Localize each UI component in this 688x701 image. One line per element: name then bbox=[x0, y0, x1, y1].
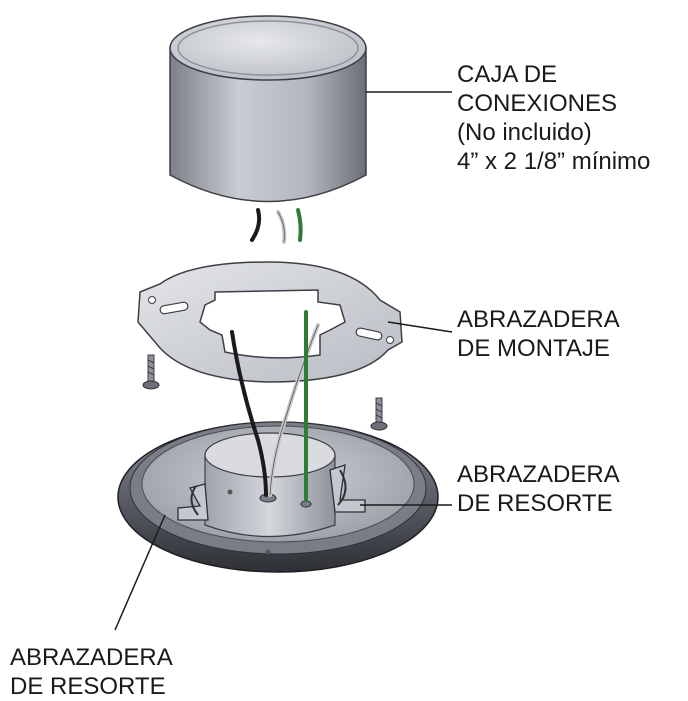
junction-box-wires bbox=[250, 208, 303, 244]
label-junction-box-line3: (No incluido) bbox=[457, 119, 592, 146]
spring-clip-left bbox=[177, 483, 209, 521]
label-spring-clip-right: ABRAZADERA DE RESORTE bbox=[457, 460, 620, 518]
label-junction-box: CAJA DE CONEXIONES (No incluido) 4” x 2 … bbox=[457, 60, 650, 176]
fixture-wires bbox=[230, 310, 320, 502]
label-spring-clip-right-line2: DE RESORTE bbox=[457, 490, 613, 517]
label-mounting-bracket: ABRAZADERA DE MONTAJE bbox=[457, 305, 620, 363]
label-spring-clip-right-line1: ABRAZADERA bbox=[457, 461, 620, 488]
leader-spring-clip-left bbox=[114, 514, 166, 631]
label-spring-clip-left-line1: ABRAZADERA bbox=[10, 644, 173, 671]
screw-right bbox=[370, 397, 388, 431]
label-mounting-bracket-line2: DE MONTAJE bbox=[457, 335, 610, 362]
label-junction-box-line2: CONEXIONES bbox=[457, 90, 618, 117]
label-spring-clip-left-line2: DE RESORTE bbox=[10, 673, 166, 700]
spring-clip-right bbox=[329, 464, 366, 513]
screw-left bbox=[142, 354, 160, 390]
leader-mounting-bracket bbox=[387, 321, 453, 333]
junction-box bbox=[169, 15, 367, 203]
label-mounting-bracket-line1: ABRAZADERA bbox=[457, 306, 620, 333]
label-spring-clip-left: ABRAZADERA DE RESORTE bbox=[10, 643, 173, 701]
label-junction-box-line1: CAJA DE bbox=[457, 61, 558, 88]
label-junction-box-line4: 4” x 2 1/8” mínimo bbox=[457, 148, 651, 175]
mounting-bracket bbox=[137, 261, 403, 383]
